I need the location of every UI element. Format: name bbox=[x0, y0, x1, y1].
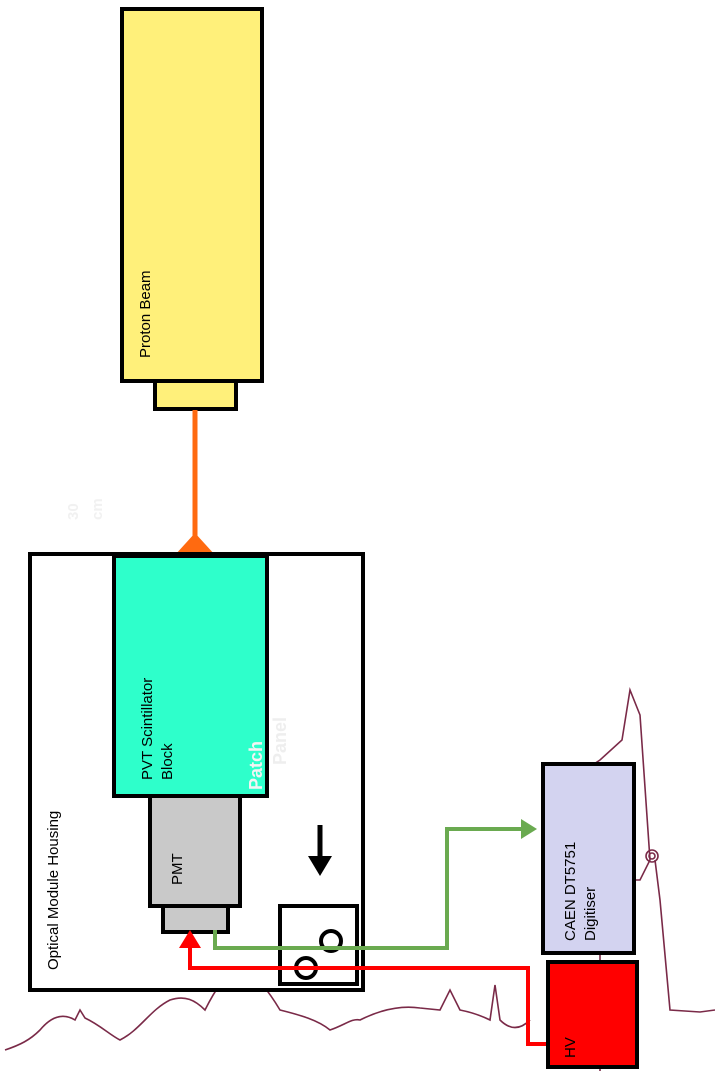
distance-unit: cm bbox=[89, 498, 106, 520]
hv-label: HV bbox=[562, 1037, 579, 1058]
proton-beam-body bbox=[120, 7, 264, 383]
hv-cable bbox=[188, 945, 548, 1046]
down-arrow-head bbox=[308, 856, 332, 876]
pmt-base bbox=[161, 904, 230, 934]
digitiser-label-line1: CAEN DT5751 bbox=[562, 842, 579, 941]
pmt-body bbox=[148, 794, 242, 908]
caen-digitiser bbox=[541, 762, 636, 955]
pmt-label: PMT bbox=[169, 853, 186, 885]
scintillator-label-line2: Block bbox=[159, 743, 176, 780]
proton-beam-label: Proton Beam bbox=[137, 270, 154, 358]
digitiser-label-line2: Digitiser bbox=[582, 887, 599, 941]
distance-label: 30 cm bbox=[65, 498, 106, 520]
hv-arrowhead bbox=[179, 930, 201, 948]
proton-beam-nozzle bbox=[153, 379, 238, 411]
patch-label-line1: Patch bbox=[246, 741, 266, 790]
patch-label-line2: Panel bbox=[270, 717, 290, 765]
beam-arrowhead bbox=[175, 533, 215, 555]
housing-label: Optical Module Housing bbox=[45, 811, 62, 970]
patch-panel bbox=[278, 904, 359, 986]
signal-arrowhead bbox=[521, 819, 537, 839]
pvt-scintillator-block bbox=[112, 554, 269, 798]
distance-value: 30 bbox=[65, 503, 82, 520]
signal-cable bbox=[213, 827, 525, 950]
hv-supply bbox=[546, 960, 639, 1069]
scintillator-label-line1: PVT Scintillator bbox=[139, 678, 156, 780]
